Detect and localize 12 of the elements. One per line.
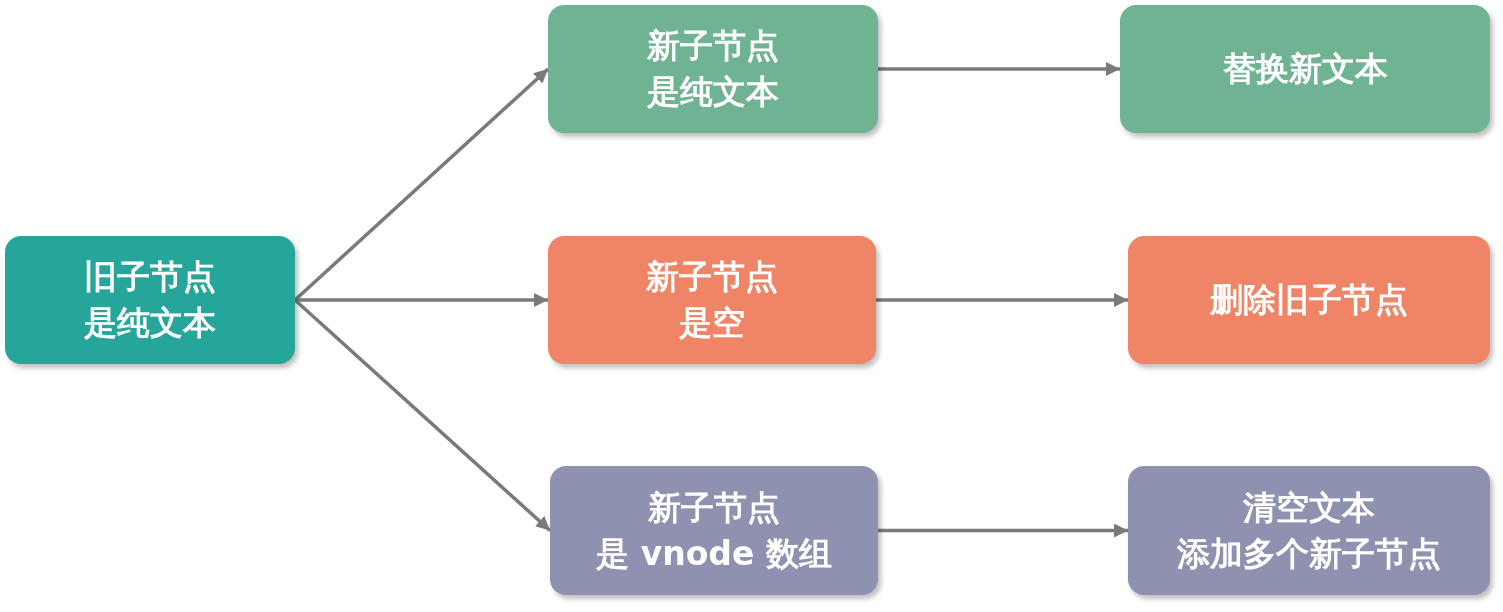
process-box: 清空文本添加多个新子节点: [1128, 466, 1490, 595]
process-box: 新子节点是空: [548, 236, 876, 364]
arrow: [878, 62, 1120, 76]
process-box: 新子节点是纯文本: [548, 5, 878, 133]
arrow: [295, 293, 548, 307]
arrow: [878, 523, 1128, 538]
process-box: 旧子节点是纯文本: [5, 236, 295, 364]
arrow: [293, 298, 552, 532]
process-box: 删除旧子节点: [1128, 236, 1490, 364]
arrow: [876, 293, 1128, 307]
process-box: 新子节点是 vnode 数组: [550, 466, 878, 595]
process-box: 替换新文本: [1120, 5, 1490, 133]
